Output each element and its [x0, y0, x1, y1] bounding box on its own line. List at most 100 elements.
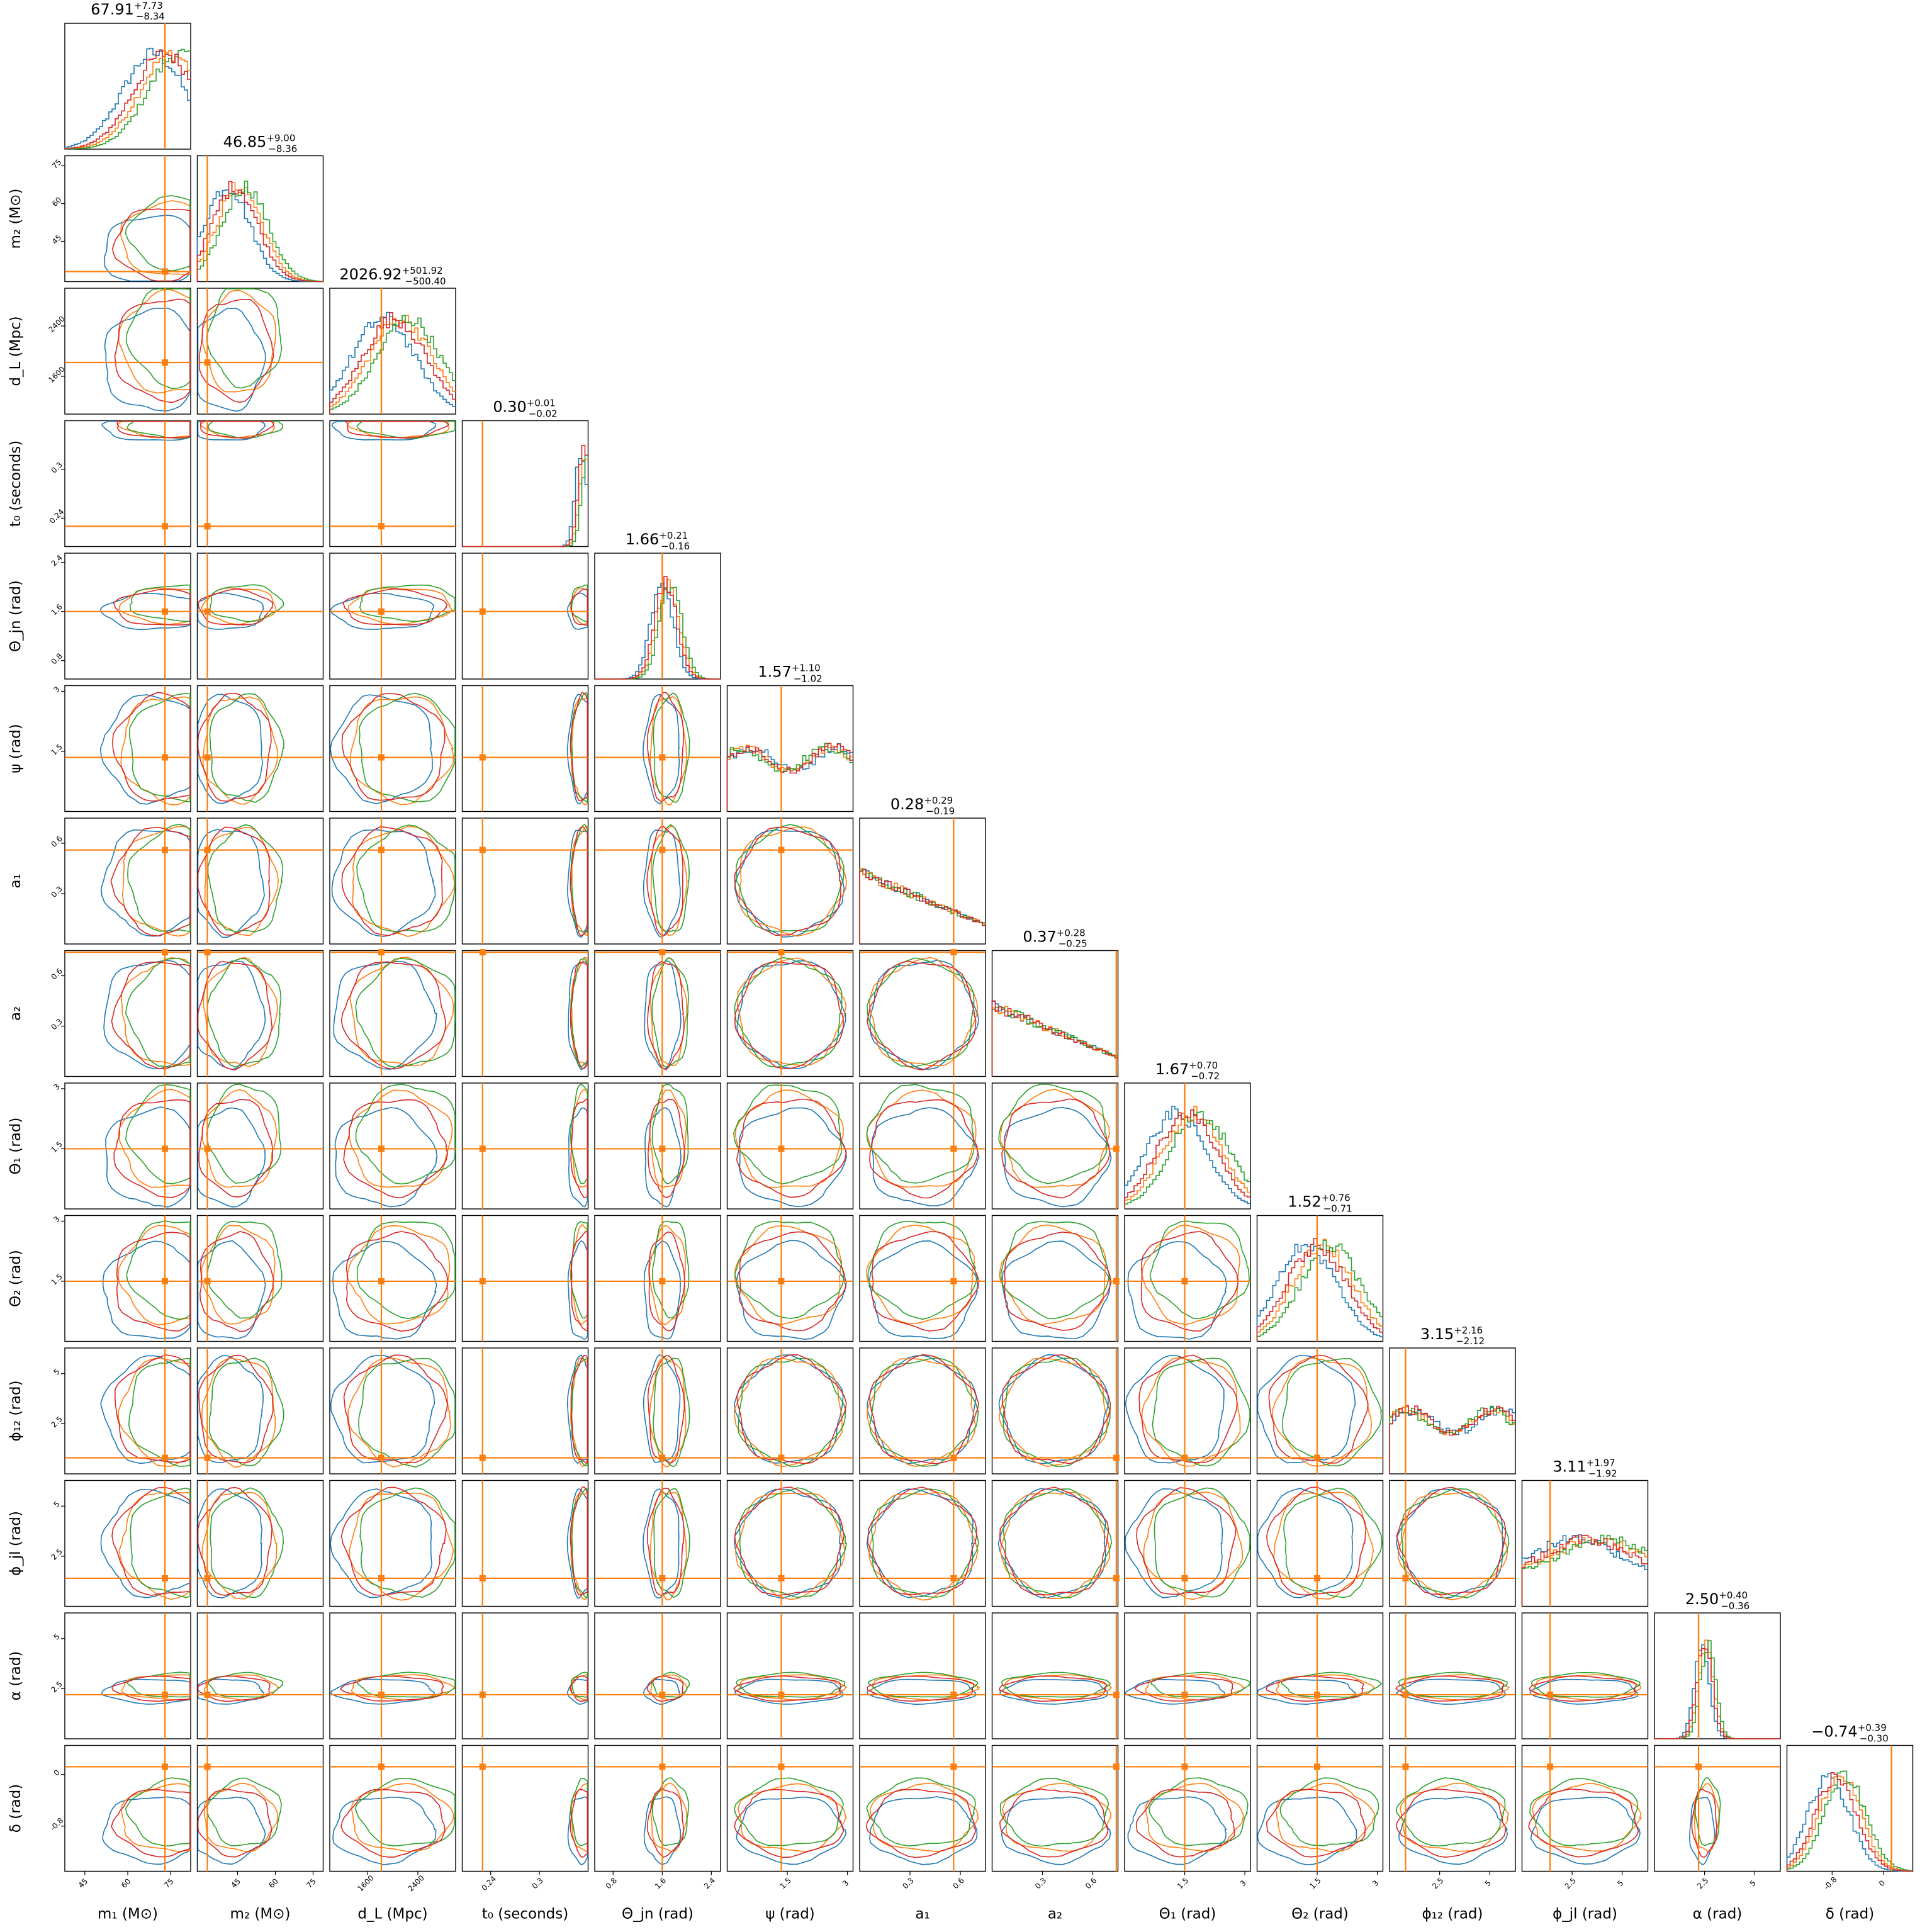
histogram-panel: 1.66+0.21−0.16 [594, 530, 721, 680]
contour-series [734, 1777, 844, 1846]
contour-series [1140, 1231, 1239, 1332]
contour-series [1149, 1220, 1250, 1319]
truth-point [162, 1691, 169, 1698]
contour-series [1141, 1224, 1241, 1325]
truth-point [950, 1454, 957, 1461]
contour-series [341, 692, 446, 801]
x-axis-label: a₂ [1048, 1906, 1062, 1923]
contour-series [739, 1231, 848, 1332]
contour-series [646, 692, 684, 802]
contour-series [570, 826, 588, 936]
truth-point [1181, 1278, 1188, 1284]
contour-series [734, 1225, 843, 1325]
x-axis-label: Θ₁ (rad) [1159, 1906, 1216, 1923]
contour-series [1397, 1492, 1508, 1600]
histogram-series [859, 868, 986, 944]
contour-series [1143, 1491, 1244, 1600]
panel-frame [329, 950, 456, 1077]
contour-series [201, 1491, 278, 1600]
contour-series [1135, 1789, 1235, 1858]
histogram-panel: 0.37+0.28−0.25 [991, 928, 1119, 1077]
x-tick-label: 2.5 [1430, 1876, 1445, 1890]
contour-series [1004, 1231, 1113, 1331]
contour-series [869, 1357, 979, 1467]
contour-panel [1124, 1612, 1251, 1739]
contour-panel [859, 1480, 986, 1607]
truth-point [778, 1145, 785, 1152]
contour-series [1398, 1796, 1508, 1865]
contour-panel [726, 1082, 854, 1210]
y-tick-label: 60 [50, 195, 64, 208]
contour-series [111, 1675, 191, 1702]
truth-point [778, 949, 785, 956]
y-tick-label: 1.6 [49, 602, 64, 617]
contour-series [351, 1674, 456, 1700]
truth-point [162, 949, 169, 956]
y-tick-label: 0.6 [49, 967, 64, 981]
contour-series [1395, 1777, 1506, 1847]
contour-series [1154, 1487, 1250, 1598]
y-tick-label: 75 [50, 157, 64, 171]
x-tick-label: 0.3 [901, 1876, 915, 1890]
contour-series [653, 1488, 690, 1598]
contour-series [210, 584, 284, 622]
contour-series [1283, 1487, 1383, 1598]
x-tick-label: 1.5 [1176, 1876, 1190, 1890]
truth-point [479, 1763, 486, 1770]
contour-series [1002, 1354, 1111, 1464]
truth-point [479, 1278, 486, 1284]
y-axis-label: ψ (rad) [8, 724, 24, 773]
contour-series [113, 1099, 191, 1198]
panel-frame [1521, 1612, 1649, 1739]
contour-panel [859, 1612, 986, 1739]
panel-frame [726, 950, 854, 1077]
x-tick-label: 3 [1371, 1879, 1380, 1888]
x-tick-label: 75 [305, 1877, 318, 1890]
contour-series [999, 1678, 1109, 1705]
contour-series [356, 1671, 456, 1698]
panel-frame [461, 1612, 589, 1739]
panel-frame [64, 553, 191, 680]
contour-series [102, 1796, 191, 1865]
contour-series [570, 1098, 588, 1198]
contour-panel [196, 553, 324, 680]
truth-point [162, 608, 169, 615]
contour-series [869, 1796, 978, 1865]
truth-point [204, 1454, 211, 1461]
contour-series [570, 1675, 588, 1702]
contour-series [105, 1106, 191, 1208]
truth-point [1402, 1691, 1409, 1698]
contour-panel [461, 1347, 589, 1474]
panel-frame [859, 950, 986, 1077]
truth-point [778, 1278, 785, 1284]
truth-point [378, 1454, 385, 1461]
contour-series [103, 960, 191, 1070]
contour-series [197, 826, 271, 936]
truth-point [1113, 1454, 1120, 1461]
contour-series [1136, 1487, 1237, 1595]
histogram-series [64, 49, 191, 149]
truth-point [204, 359, 211, 366]
truth-point [1113, 1575, 1120, 1581]
y-tick-label: 0.6 [49, 834, 64, 848]
contour-series [734, 1221, 845, 1319]
panel-frame [1389, 1480, 1516, 1607]
panel-frame [461, 817, 589, 945]
contour-series [197, 308, 266, 412]
contour-panel [991, 1480, 1120, 1607]
contour-series [570, 962, 588, 1069]
truth-point [1314, 1691, 1321, 1698]
contour-panel [594, 1082, 721, 1210]
contour-panel [859, 949, 986, 1077]
contour-series [1125, 1488, 1223, 1598]
x-tick-label: 0.6 [951, 1876, 965, 1890]
x-tick-label: 45 [77, 1877, 90, 1890]
x-tick-label: 0.3 [531, 1876, 545, 1890]
contour-series [1271, 1357, 1373, 1467]
contour-series [868, 1491, 979, 1601]
y-tick-label: 2.5 [49, 1415, 64, 1429]
y-tick-label: 0.3 [49, 884, 64, 899]
